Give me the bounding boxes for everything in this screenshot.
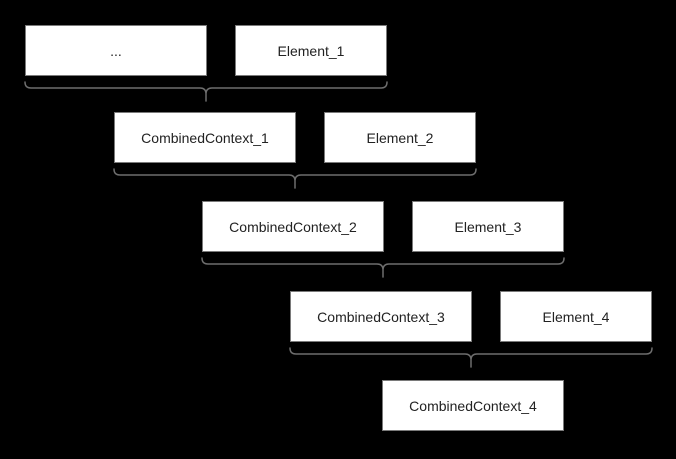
brace-4: [289, 347, 653, 368]
element-4-label: Element_4: [542, 308, 610, 325]
combined-context-4-box: CombinedContext_4: [382, 380, 564, 431]
combined-context-2-box: CombinedContext_2: [202, 201, 384, 252]
element-1-label: Element_1: [277, 42, 345, 59]
element-4-box: Element_4: [500, 291, 652, 342]
combined-context-3-label: CombinedContext_3: [317, 308, 445, 325]
element-3-box: Element_3: [412, 201, 564, 252]
brace-2: [113, 168, 477, 189]
brace-1: [24, 81, 388, 102]
element-3-label: Element_3: [454, 218, 522, 235]
element-1-box: Element_1: [235, 25, 387, 76]
element-2-label: Element_2: [366, 129, 434, 146]
ellipsis-box: ...: [25, 25, 207, 76]
combined-context-1-label: CombinedContext_1: [141, 129, 269, 146]
combined-context-2-label: CombinedContext_2: [229, 218, 357, 235]
element-2-box: Element_2: [324, 112, 476, 163]
brace-3: [201, 257, 565, 278]
combined-context-1-box: CombinedContext_1: [114, 112, 296, 163]
combined-context-3-box: CombinedContext_3: [290, 291, 472, 342]
combined-context-4-label: CombinedContext_4: [409, 397, 537, 414]
ellipsis-label: ...: [110, 42, 122, 59]
